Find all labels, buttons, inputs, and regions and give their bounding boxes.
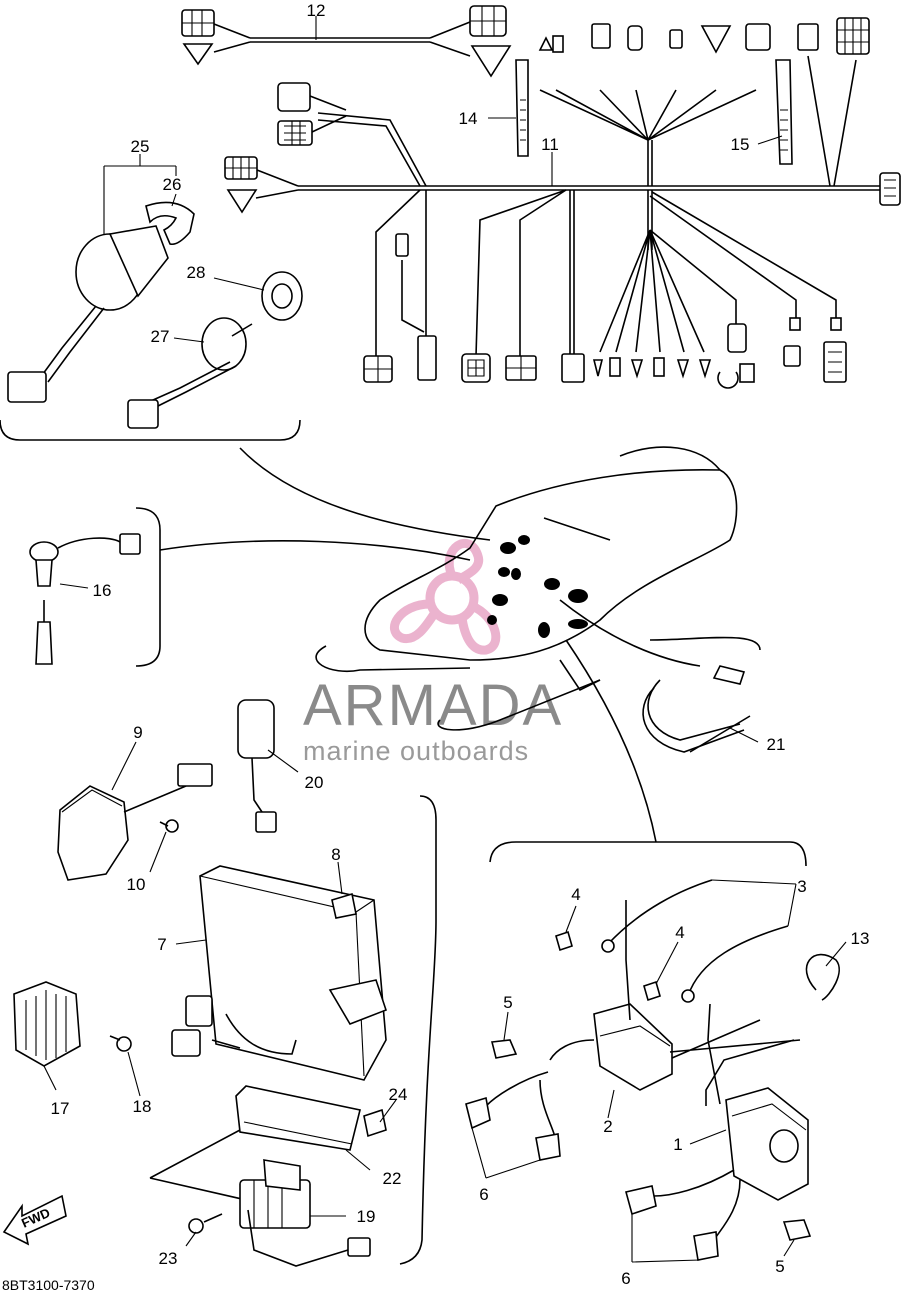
callout-28: 28 bbox=[187, 263, 206, 282]
callout-1: 1 bbox=[673, 1135, 682, 1154]
wire-harness-11 bbox=[224, 17, 901, 389]
diagram-code: 8BT3100-7370 bbox=[2, 1277, 95, 1293]
callout-25: 25 bbox=[131, 137, 150, 156]
callout-19: 19 bbox=[357, 1207, 376, 1226]
relay-9 bbox=[57, 763, 213, 881]
callout-13: 13 bbox=[851, 929, 870, 948]
callout-20: 20 bbox=[305, 773, 324, 792]
leader-lines bbox=[43, 16, 847, 1263]
callout-5a: 5 bbox=[503, 993, 512, 1012]
cdi-unit-7 bbox=[171, 865, 387, 1081]
bolt-10 bbox=[159, 819, 179, 833]
callout-4b: 4 bbox=[675, 923, 684, 942]
band-21 bbox=[559, 599, 751, 753]
callout-3: 3 bbox=[797, 877, 806, 896]
callout-6b: 6 bbox=[621, 1269, 630, 1288]
bolt-23 bbox=[188, 1213, 223, 1234]
fwd-arrow-icon: FWD bbox=[2, 1194, 67, 1246]
callout-14: 14 bbox=[459, 109, 478, 128]
callout-24: 24 bbox=[389, 1085, 408, 1104]
sub-harness-12 bbox=[181, 5, 512, 78]
callout-numbers: 12 14 11 15 25 26 28 27 16 9 10 20 8 7 1… bbox=[51, 1, 870, 1288]
callout-21: 21 bbox=[767, 735, 786, 754]
bracket-22 bbox=[149, 795, 437, 1267]
watermark-title: ARMADA bbox=[303, 673, 563, 738]
callout-23: 23 bbox=[159, 1249, 178, 1268]
nut-24 bbox=[363, 1108, 387, 1138]
callout-17: 17 bbox=[51, 1099, 70, 1118]
callout-6a: 6 bbox=[479, 1185, 488, 1204]
callout-5b: 5 bbox=[775, 1257, 784, 1276]
callout-18: 18 bbox=[133, 1097, 152, 1116]
callout-26: 26 bbox=[163, 175, 182, 194]
bolt-18 bbox=[109, 1035, 132, 1052]
condenser-20 bbox=[237, 699, 277, 833]
callout-8: 8 bbox=[331, 845, 340, 864]
callout-15: 15 bbox=[731, 135, 750, 154]
armada-logo bbox=[390, 539, 501, 655]
callout-22: 22 bbox=[383, 1169, 402, 1188]
cable-tie-14 bbox=[515, 59, 529, 157]
callout-7: 7 bbox=[157, 935, 166, 954]
callout-12: 12 bbox=[307, 1, 326, 20]
ignition-group bbox=[465, 639, 840, 1261]
sensor-16 bbox=[29, 507, 471, 667]
watermark-subtitle: marine outboards bbox=[303, 736, 529, 766]
callout-2: 2 bbox=[603, 1117, 612, 1136]
snowmobile-outline bbox=[239, 446, 761, 731]
rectifier-17 bbox=[13, 981, 81, 1067]
callout-16: 16 bbox=[93, 581, 112, 600]
callout-27: 27 bbox=[151, 327, 170, 346]
nut-8 bbox=[331, 892, 357, 919]
callout-11: 11 bbox=[541, 135, 559, 154]
callout-4a: 4 bbox=[571, 885, 580, 904]
callout-10: 10 bbox=[127, 875, 146, 894]
callout-9: 9 bbox=[133, 723, 142, 742]
main-switch-group bbox=[0, 165, 303, 441]
cable-tie-15 bbox=[775, 59, 793, 165]
